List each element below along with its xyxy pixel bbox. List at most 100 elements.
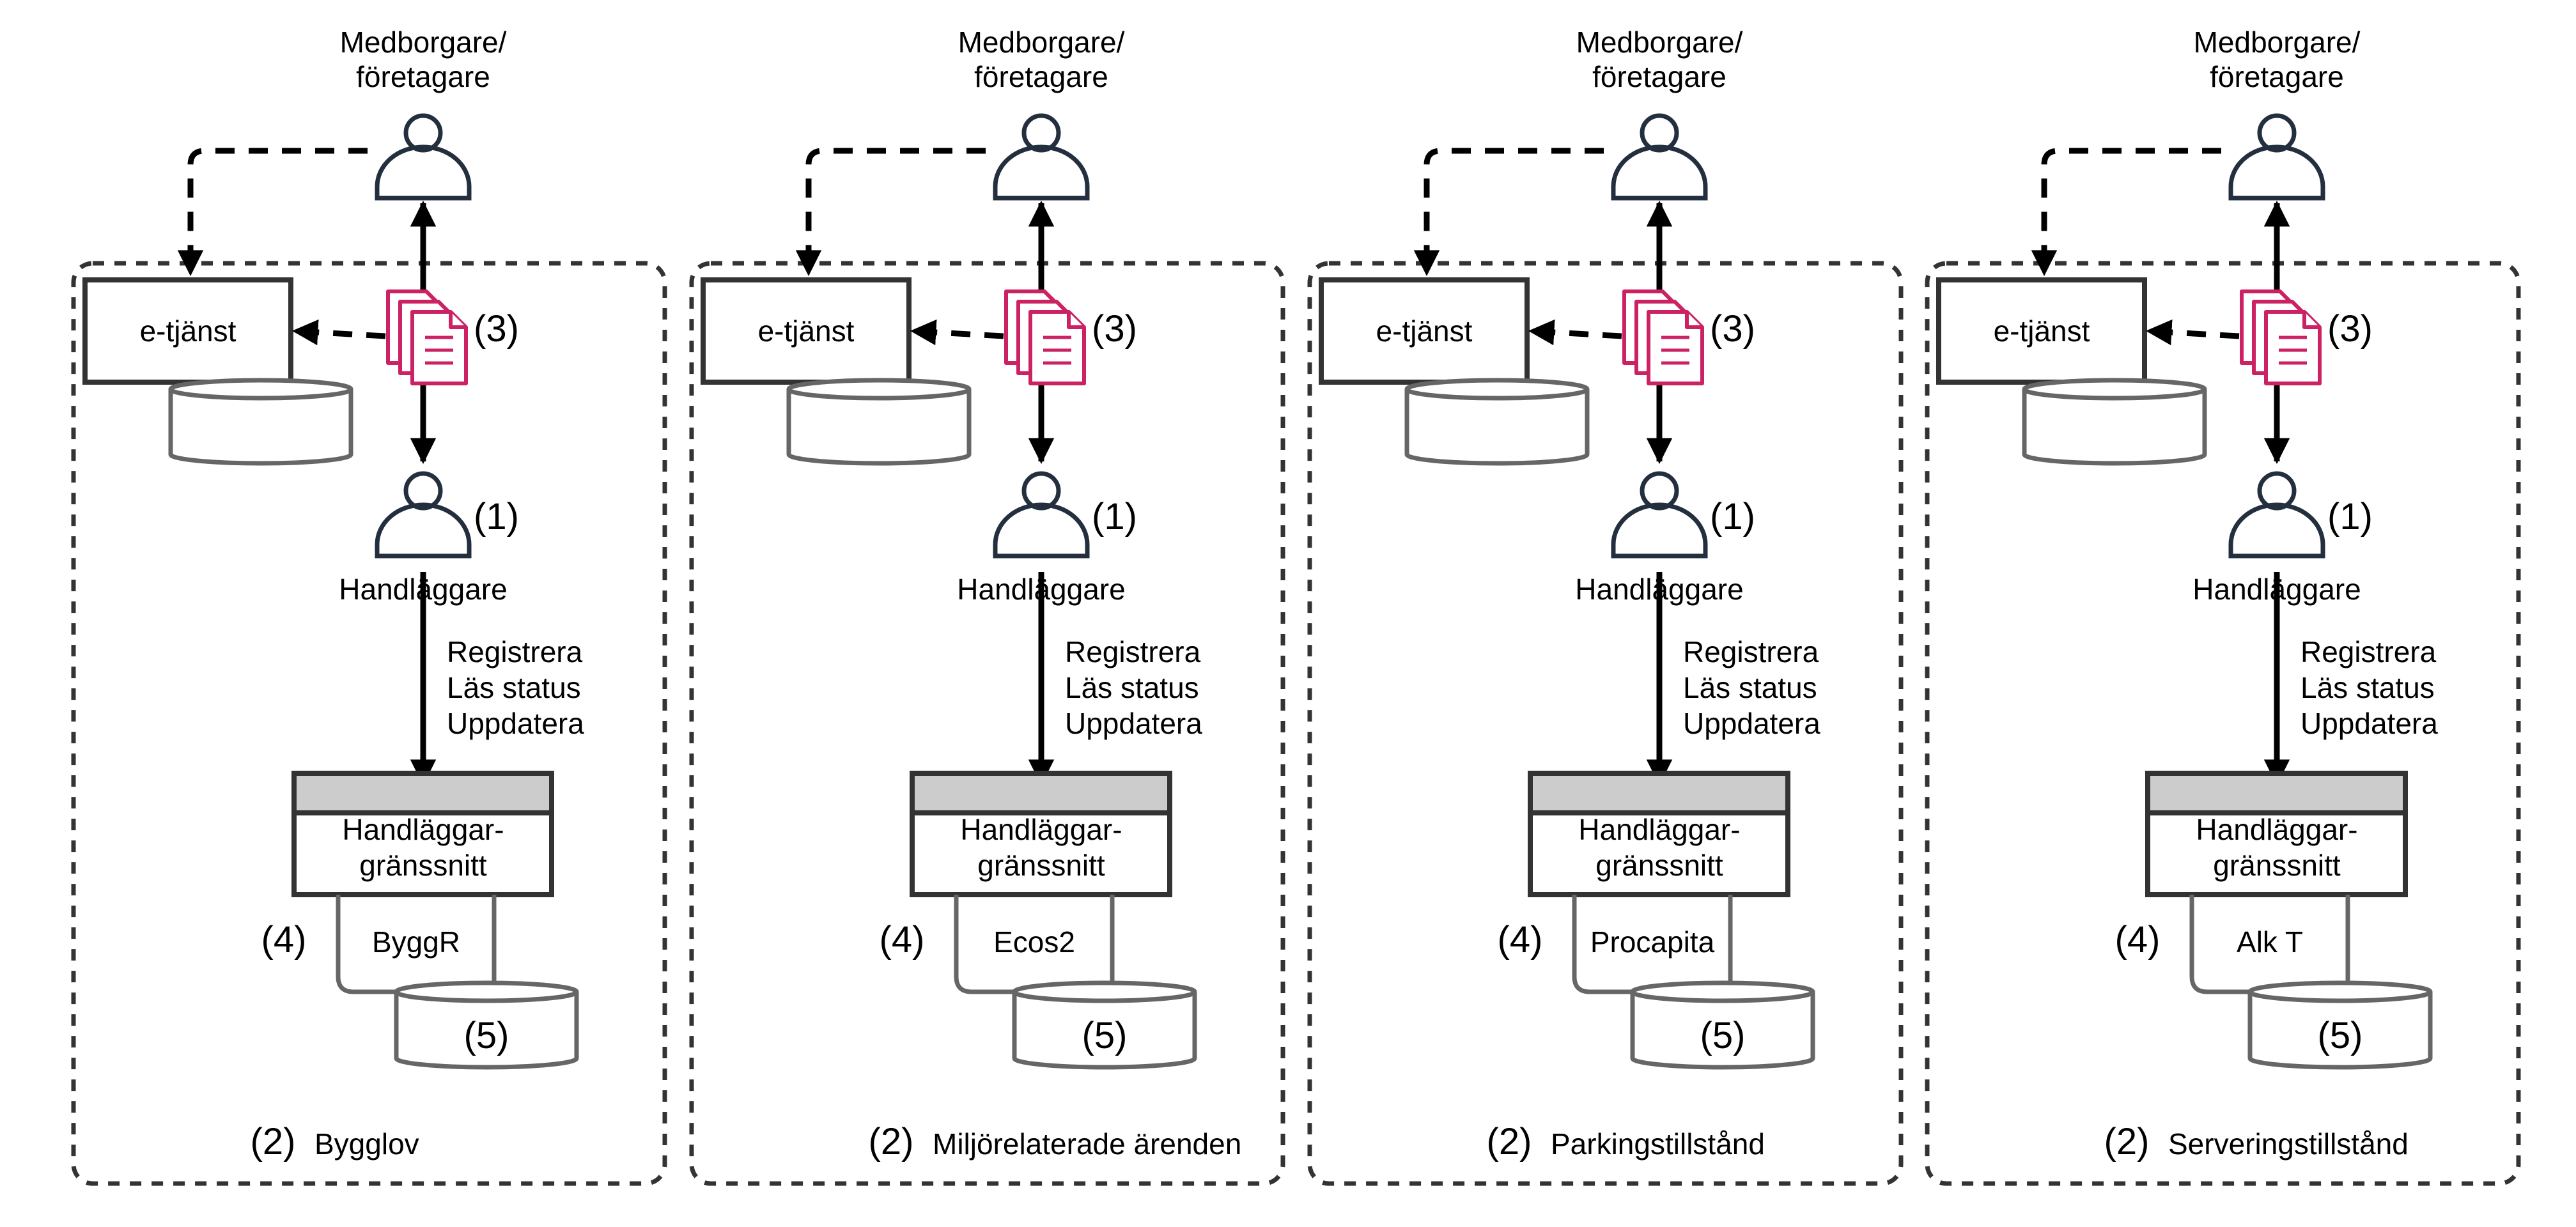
database-top (1630, 980, 1815, 1003)
eservice-database (2022, 378, 2207, 466)
group-boundary (1925, 261, 2521, 1186)
database-body (1012, 992, 1197, 1070)
area-marker: (2) (251, 1121, 296, 1162)
area-label: Serveringstillstånd (2168, 1127, 2409, 1161)
citizen-label: Medborgare/ (340, 26, 507, 59)
area-label: Bygglov (314, 1127, 419, 1161)
caseworker-icon (1611, 471, 1708, 559)
document-sheet (1647, 310, 1704, 385)
action-label: Registrera (1683, 635, 1819, 668)
area-label: Miljörelaterade ärenden (933, 1127, 1241, 1161)
database-marker: (5) (1700, 1015, 1746, 1056)
ui-header-bar (291, 771, 554, 815)
person-head (403, 471, 443, 511)
person-head (1640, 113, 1679, 153)
caseworker-marker: (1) (1092, 496, 1137, 537)
system-marker: (4) (880, 919, 925, 961)
eservice-database (786, 378, 972, 466)
documents-marker: (3) (2327, 308, 2373, 350)
documents-marker: (3) (1092, 308, 1137, 350)
action-label: Uppdatera (1683, 707, 1820, 740)
group-boundary (71, 261, 667, 1186)
ui-label: gränssnitt (977, 849, 1105, 882)
caseworker-marker: (1) (2327, 496, 2373, 537)
action-label: Läs status (1683, 671, 1817, 704)
eservice-box (701, 277, 912, 385)
area-label: Parkingstillstånd (1551, 1127, 1765, 1161)
documents-icon (2240, 289, 2322, 385)
system-database (2247, 980, 2433, 1070)
ui-header-bar (1528, 771, 1790, 815)
database-top (2247, 980, 2433, 1003)
action-label: Registrera (2301, 635, 2437, 668)
person-head (403, 113, 443, 153)
dashed-arrow-citizen-to-eservice (1413, 148, 1604, 277)
ui-label: gränssnitt (359, 849, 487, 882)
eservice-label: e-tjänst (1994, 314, 2090, 348)
area-marker: (2) (2104, 1121, 2150, 1162)
eservice-database (168, 378, 353, 466)
dashed-arrow-docs-to-eservice (1528, 319, 1622, 346)
ui-label: gränssnitt (2213, 849, 2341, 882)
citizen-icon (375, 113, 472, 201)
system-marker: (4) (1498, 919, 1543, 961)
person-body (2228, 144, 2325, 201)
person-head (1021, 471, 1061, 511)
action-label: Läs status (2301, 671, 2435, 704)
ui-box (1528, 810, 1790, 897)
citizen-label: Medborgare/ (2194, 26, 2361, 59)
eservice-box (1936, 277, 2147, 385)
ui-header-bar (910, 771, 1172, 815)
dashed-arrow-docs-to-eservice (291, 319, 386, 346)
dashed-arrow-citizen-to-eservice (177, 148, 368, 277)
action-label: Registrera (447, 635, 583, 668)
ui-label: Handläggar- (2196, 813, 2357, 846)
document-fold (2302, 312, 2320, 329)
eservice-box (82, 277, 293, 385)
citizen-label: företagare (356, 60, 490, 93)
system-marker: (4) (2115, 919, 2161, 961)
citizen-label: företagare (2210, 60, 2344, 93)
database-top (1012, 980, 1197, 1003)
group-boundary (1307, 261, 1904, 1186)
action-label: Läs status (447, 671, 581, 704)
panel-1: Medborgare/företagaree-tjänst(3)(1)Handl… (71, 26, 667, 1186)
caseworker-icon (993, 471, 1090, 559)
person-body (993, 144, 1090, 201)
person-body (375, 502, 472, 559)
database-top (786, 378, 972, 401)
panel-3: Medborgare/företagaree-tjänst(3)(1)Handl… (1307, 26, 1904, 1186)
person-head (1021, 113, 1061, 153)
database-body (786, 389, 972, 466)
eservice-label: e-tjänst (758, 314, 855, 348)
document-fold (1685, 312, 1702, 329)
action-label: Uppdatera (447, 707, 584, 740)
system-box (954, 895, 1115, 994)
ui-label: Handläggar- (342, 813, 504, 846)
citizen-label: Medborgare/ (1576, 26, 1743, 59)
system-box (2189, 895, 2350, 994)
ui-label: Handläggar- (960, 813, 1122, 846)
document-sheet (410, 310, 468, 385)
panel-4: Medborgare/företagare e-tjänst (3) (1) Handl… (1925, 26, 2521, 1186)
citizen-icon (2228, 113, 2325, 201)
documents-icon (1622, 289, 1704, 385)
eservice-label: e-tjänst (1376, 314, 1473, 348)
caseworker-marker: (1) (474, 496, 519, 537)
database-marker: (5) (1082, 1015, 1128, 1056)
system-label: Ecos2 (993, 925, 1075, 959)
eservice-label: e-tjänst (140, 314, 237, 348)
caseworker-icon (375, 471, 472, 559)
system-database (1012, 980, 1197, 1070)
person-body (375, 144, 472, 201)
system-database (394, 980, 579, 1070)
ui-header-bar (2145, 771, 2408, 815)
person-body (1611, 144, 1708, 201)
database-body (2022, 389, 2207, 466)
document-fold (449, 312, 466, 329)
person-body (993, 502, 1090, 559)
system-database (1630, 980, 1815, 1070)
panel-2: Medborgare/företagaree-tjänst(3)(1)Handl… (689, 26, 1285, 1186)
document-sheet (2264, 310, 2322, 385)
